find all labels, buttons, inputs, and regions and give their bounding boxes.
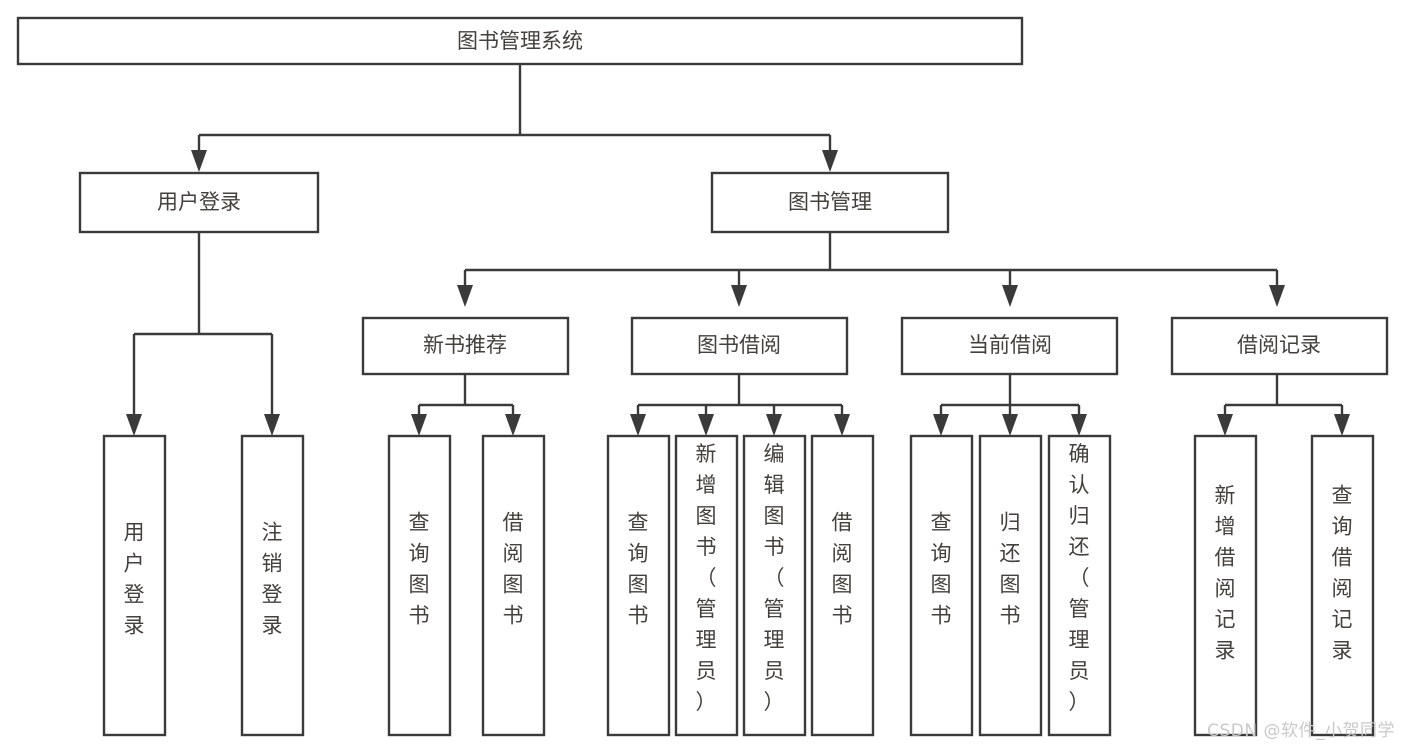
node-leaf-edit-book-label: 编辑图书（管理员） [764, 442, 785, 714]
node-borrow-record-label: 借阅记录 [1237, 333, 1321, 357]
csdn-watermark: CSDN @软件_小贺同学 [1207, 721, 1395, 741]
node-book-borrow[interactable]: 图书借阅 [630, 316, 849, 376]
node-leaf-query-book-1-label: 查询图书 [409, 511, 430, 628]
node-leaf-borrow-book-1[interactable]: 借阅图书 [481, 434, 546, 737]
arrow-to-leaf-borrow-book-1 [505, 414, 521, 436]
node-leaf-add-record[interactable]: 新增借阅记录 [1193, 434, 1258, 737]
node-leaf-query-book-1[interactable]: 查询图书 [387, 434, 452, 737]
arrow-to-current-borrow [1002, 285, 1018, 307]
node-leaf-query-record-label: 查询借阅记录 [1332, 484, 1353, 663]
node-leaf-query-book-1-box[interactable] [387, 434, 452, 737]
node-leaf-query-book-2-box[interactable] [606, 434, 671, 737]
node-leaf-query-book-2[interactable]: 查询图书 [606, 434, 671, 737]
node-leaf-query-book-2-label: 查询图书 [628, 511, 649, 628]
node-leaf-confirm-return-box[interactable] [1047, 434, 1112, 737]
node-borrow-record[interactable]: 借阅记录 [1170, 316, 1389, 376]
node-leaf-confirm-return-label: 确认归还（管理员） [1069, 442, 1090, 714]
arrow-to-leaf-query-record [1334, 414, 1350, 436]
node-new-book-rec-label: 新书推荐 [423, 333, 507, 357]
node-leaf-add-book-box[interactable] [674, 434, 739, 737]
arrow-to-leaf-add-book [698, 414, 714, 436]
arrow-to-leaf-edit-book [766, 414, 782, 436]
node-leaf-borrow-book-1-box[interactable] [481, 434, 546, 737]
node-new-book-rec-box[interactable] [361, 316, 570, 376]
node-leaf-query-book-3-label: 查询图书 [931, 511, 952, 628]
node-book-manage-label: 图书管理 [788, 190, 872, 214]
node-new-book-rec[interactable]: 新书推荐 [361, 316, 570, 376]
node-leaf-edit-book[interactable]: 编辑图书（管理员） [742, 434, 807, 737]
node-user-login-box[interactable] [78, 171, 320, 234]
node-book-borrow-label: 图书借阅 [697, 333, 781, 357]
node-leaf-borrow-book-1-label: 借阅图书 [503, 511, 524, 628]
node-leaf-query-book-3[interactable]: 查询图书 [909, 434, 974, 737]
node-root[interactable]: 图书管理系统 [16, 16, 1024, 66]
node-leaf-return-book[interactable]: 归还图书 [978, 434, 1043, 737]
node-leaf-query-book-3-box[interactable] [909, 434, 974, 737]
node-leaf-logout-box[interactable] [240, 434, 305, 737]
arrow-to-leaf-confirm-return [1071, 414, 1087, 436]
node-current-borrow-label: 当前借阅 [968, 333, 1052, 357]
node-leaf-add-record-box[interactable] [1193, 434, 1258, 737]
node-leaf-return-book-label: 归还图书 [1000, 511, 1021, 628]
node-leaf-add-book-label: 新增图书（管理员） [696, 442, 717, 714]
arrow-to-leaf-add-record [1217, 414, 1233, 436]
node-leaf-return-book-box[interactable] [978, 434, 1043, 737]
arrow-root-to-user-login [191, 150, 207, 172]
connector-layer [126, 64, 1350, 436]
node-user-login-label: 用户登录 [157, 190, 241, 214]
arrow-to-leaf-query-book-3 [933, 414, 949, 436]
arrow-to-book-borrow [731, 285, 747, 307]
arrow-to-leaf-user-login [126, 414, 142, 436]
arrow-to-borrow-record [1269, 285, 1285, 307]
node-leaf-logout-label: 注销登录 [262, 521, 283, 638]
arrow-to-new-book-rec [457, 285, 473, 307]
node-root-box[interactable] [16, 16, 1024, 66]
node-leaf-add-book[interactable]: 新增图书（管理员） [674, 434, 739, 737]
node-borrow-record-box[interactable] [1170, 316, 1389, 376]
node-leaf-edit-book-box[interactable] [742, 434, 807, 737]
node-leaf-user-login[interactable]: 用户登录 [102, 434, 167, 737]
arrow-to-leaf-borrow-book-2 [834, 414, 850, 436]
node-book-borrow-box[interactable] [630, 316, 849, 376]
node-leaf-user-login-label: 用户登录 [124, 521, 145, 638]
node-leaf-query-record-box[interactable] [1310, 434, 1375, 737]
node-leaf-logout[interactable]: 注销登录 [240, 434, 305, 737]
node-leaf-confirm-return[interactable]: 确认归还（管理员） [1047, 434, 1112, 737]
node-book-manage[interactable]: 图书管理 [710, 171, 950, 234]
node-leaf-query-record[interactable]: 查询借阅记录 [1310, 434, 1375, 737]
node-leaf-add-record-label: 新增借阅记录 [1215, 484, 1236, 663]
arrow-to-leaf-query-book-2 [630, 414, 646, 436]
node-current-borrow-box[interactable] [900, 316, 1119, 376]
node-book-manage-box[interactable] [710, 171, 950, 234]
arrow-root-to-book-manage [822, 150, 838, 172]
node-root-label: 图书管理系统 [457, 29, 583, 53]
node-user-login[interactable]: 用户登录 [78, 171, 320, 234]
node-leaf-borrow-book-2-box[interactable] [810, 434, 875, 737]
arrow-to-leaf-query-book-1 [411, 414, 427, 436]
node-leaf-user-login-box[interactable] [102, 434, 167, 737]
node-current-borrow[interactable]: 当前借阅 [900, 316, 1119, 376]
node-leaf-borrow-book-2[interactable]: 借阅图书 [810, 434, 875, 737]
arrow-to-leaf-return-book [1002, 414, 1018, 436]
node-leaf-borrow-book-2-label: 借阅图书 [832, 511, 853, 628]
arrow-to-leaf-logout [264, 414, 280, 436]
